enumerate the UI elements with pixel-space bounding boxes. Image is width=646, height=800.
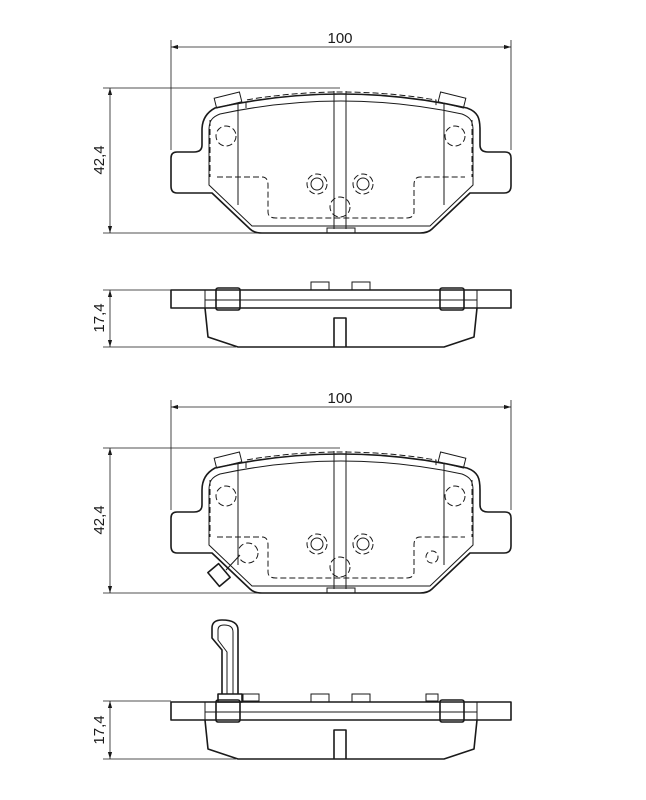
pad-side-view-2: 17,4 xyxy=(91,619,512,760)
pad-front-view-1: 100 42,4 xyxy=(91,30,512,234)
thickness-label: 17,4 xyxy=(91,715,108,744)
pad-front-view-2: 100 42,4 xyxy=(91,390,512,594)
width-label: 100 xyxy=(327,390,352,407)
wear-sensor-wire-icon xyxy=(211,619,439,703)
pad-side-view-1: 17,4 xyxy=(91,281,512,348)
thickness-label: 17,4 xyxy=(91,303,108,332)
height-label: 42,4 xyxy=(91,505,108,534)
wear-indicator-icon xyxy=(207,542,439,588)
height-label: 42,4 xyxy=(91,145,108,174)
width-label: 100 xyxy=(327,30,352,47)
